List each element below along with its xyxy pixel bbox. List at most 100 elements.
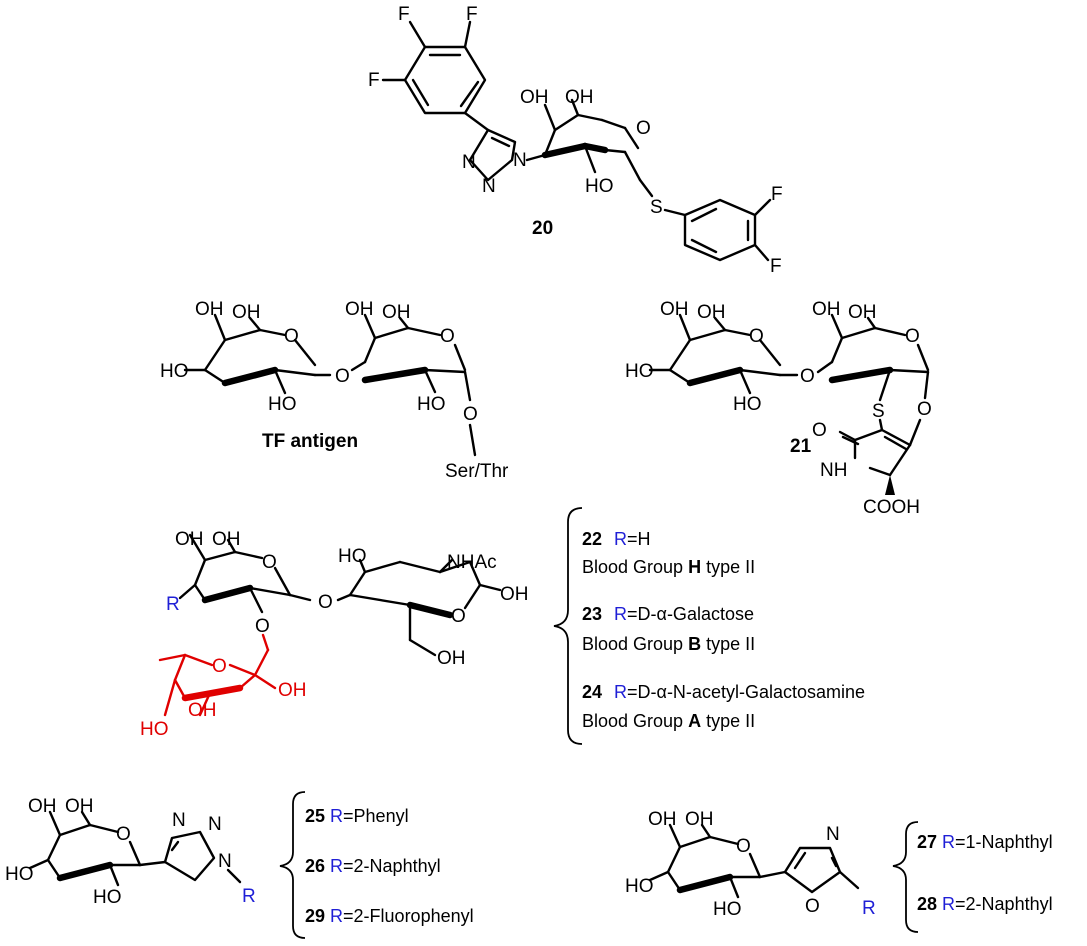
anomeric-hydroxyl: OH — [500, 584, 529, 605]
nitrogen-atom: N — [826, 824, 840, 845]
ring-oxygen: O — [212, 656, 227, 677]
fucose-link-oxygen: O — [255, 616, 270, 637]
hydroxyl-group: OH — [345, 299, 374, 320]
carboxylic-acid: COOH — [863, 497, 920, 518]
compound-22-24: OH OH R O O O HO NHAc OH O OH — [140, 507, 865, 745]
entry-23-line2: Blood Group B type II — [582, 634, 755, 654]
hydroxyl-group: OH — [660, 299, 689, 320]
nitrogen-atom: N — [482, 176, 496, 197]
hydroxyl-group: OH — [697, 302, 726, 323]
ring-oxygen: O — [440, 326, 455, 347]
compound-number: 20 — [532, 218, 553, 239]
fluorine-atom: F — [368, 70, 380, 91]
hydroxyl-group: OH — [212, 529, 241, 550]
ring-oxygen: O — [451, 606, 466, 627]
hydroxyl-group: OH — [232, 302, 261, 323]
linking-oxygen: O — [800, 366, 815, 387]
hydroxyl-group: HO — [140, 719, 169, 740]
hydroxyl-group: OH — [28, 796, 57, 817]
fluorine-atom: F — [770, 256, 782, 277]
r-group: R — [166, 594, 180, 615]
fucose-residue: O HO OH OH — [140, 633, 307, 740]
brace — [553, 507, 583, 745]
fluorine-atom: F — [771, 184, 783, 205]
nitrogen-atom: N — [208, 814, 222, 835]
sulfur-atom: S — [872, 401, 885, 422]
hydroxyl-group: HO — [713, 899, 742, 920]
ring-oxygen: O — [116, 824, 131, 845]
hydroxyl-group: OH — [848, 302, 877, 323]
triazole-ring — [163, 830, 216, 882]
compound-name: TF antigen — [262, 431, 358, 452]
hydroxyl-group: HO — [625, 361, 654, 382]
amide-nh: NH — [820, 460, 847, 481]
hydroxyl-group: OH — [195, 299, 224, 320]
hydroxyl-group: OH — [278, 680, 307, 701]
ring-oxygen: O — [636, 118, 651, 139]
triazole-ring — [468, 128, 517, 182]
hydroxyl-group: HO — [417, 394, 446, 415]
trifluorophenyl-ring — [403, 45, 487, 115]
hydroxyl-group: OH — [188, 700, 217, 721]
ring-oxygen: O — [917, 399, 932, 420]
ring-oxygen: O — [284, 326, 299, 347]
linking-oxygen: O — [318, 592, 333, 613]
difluorophenyl-ring — [683, 198, 757, 262]
hydroxyl-group: OH — [520, 87, 549, 108]
fluorine-atom: F — [398, 4, 410, 25]
hydroxyl-group: OH — [382, 302, 411, 323]
hydroxyl-group: HO — [733, 394, 762, 415]
compound-20: F F F N N N OH OH HO O S — [368, 4, 783, 277]
brace — [892, 821, 919, 933]
oxazole-oxygen: O — [805, 896, 820, 917]
nitrogen-atom: N — [218, 851, 232, 872]
compound-number: 21 — [790, 436, 812, 457]
hydroxyl-group: OH — [812, 299, 841, 320]
entry-24-line2: Blood Group A type II — [582, 711, 755, 731]
hydroxyl-group: HO — [268, 394, 297, 415]
nitrogen-atom: N — [513, 150, 527, 171]
carbonyl-oxygen: O — [812, 420, 827, 441]
hydroxyl-group: HO — [338, 546, 367, 567]
hydroxyl-group: HO — [585, 176, 614, 197]
hydroxyl-group: OH — [565, 87, 594, 108]
brace — [279, 791, 306, 939]
sulfur-atom: S — [650, 197, 663, 218]
hydroxyl-group: OH — [685, 809, 714, 830]
n-acetyl-group: NHAc — [447, 552, 497, 573]
r-group: R — [242, 886, 256, 907]
hydroxyl-group: OH — [648, 809, 677, 830]
compound-21: OH OH HO HO O O OH OH O S O O NH COOH — [625, 299, 932, 518]
hydroxyl-group: HO — [5, 864, 34, 885]
ring-oxygen: O — [905, 326, 920, 347]
hydroxyl-group: OH — [437, 648, 466, 669]
hydroxyl-group: OH — [65, 796, 94, 817]
fluorine-atom: F — [466, 4, 478, 25]
oxazole-ring — [783, 846, 842, 894]
hydroxyl-group: OH — [175, 529, 204, 550]
entry-22-line2: Blood Group H type II — [582, 557, 755, 577]
nitrogen-atom: N — [172, 810, 186, 831]
anomeric-oxygen: O — [463, 404, 478, 425]
hydroxyl-group: HO — [93, 887, 122, 908]
ser-thr-label: Ser/Thr — [445, 461, 509, 482]
r-group: R — [862, 898, 876, 919]
ring-oxygen: O — [262, 552, 277, 573]
hydroxyl-group: HO — [160, 361, 189, 382]
linking-oxygen: O — [335, 366, 350, 387]
tf-antigen: OH OH HO HO O O OH OH HO O O Ser/Thr TF … — [160, 299, 509, 482]
ring-oxygen: O — [736, 836, 751, 857]
hydroxyl-group: HO — [625, 876, 654, 897]
nitrogen-atom: N — [462, 152, 476, 173]
ring-oxygen: O — [749, 326, 764, 347]
